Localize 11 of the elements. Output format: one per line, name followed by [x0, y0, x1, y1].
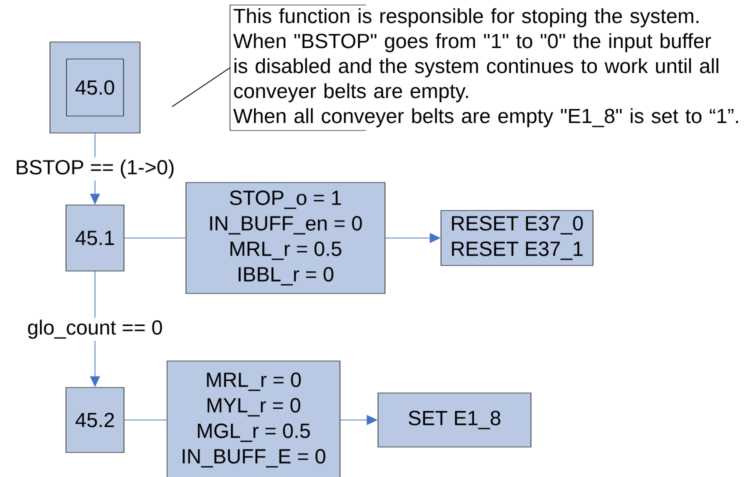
leader-line: [172, 67, 230, 108]
action-box: SET E1_8: [378, 392, 532, 448]
edge-label: BSTOP == (1->0): [13, 157, 177, 181]
step-label-box: 45.0: [66, 58, 124, 116]
action-box: MRL_r = 0 MYL_r = 0 MGL_r = 0.5 IN_BUFF_E = 0: [166, 360, 340, 477]
comment-note: This function is responsible for stoping the system. When "BSTOP" goes from "1" to "0" the input buffer is disabled and the system continues to work until all conveyer belts are empty. When all conveyer belts are empty "E1_8" is set to “1”.: [230, 4, 738, 131]
action-box: STOP_o = 1 IN_BUFF_en = 0 MRL_r = 0.5 IBBL_r = 0: [186, 182, 386, 294]
step-box: 45.1: [66, 204, 124, 272]
step-box: 45.2: [66, 387, 124, 453]
edge-label: glo_count == 0: [25, 318, 165, 341]
action-box: RESET E37_0 RESET E37_1: [440, 210, 594, 266]
